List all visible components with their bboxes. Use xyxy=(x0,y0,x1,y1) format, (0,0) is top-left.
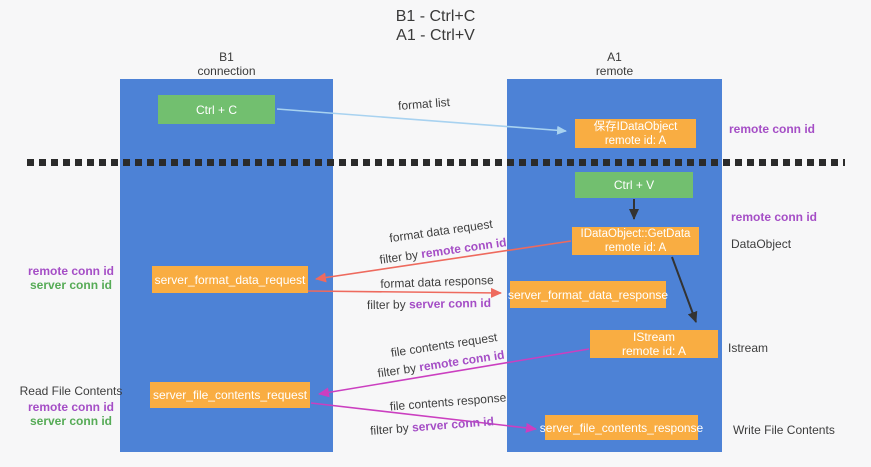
save-idataobject-node: 保存IDataObject remote id: A xyxy=(575,119,696,148)
ctrl-v-node: Ctrl + V xyxy=(575,172,693,198)
server-conn-id-left-2: server conn id xyxy=(29,414,113,428)
file-contents-response-filter-label: filter by server conn id xyxy=(370,414,495,438)
server-file-contents-request-label: server_file_contents_request xyxy=(152,388,308,402)
read-file-contents-label: Read File Contents xyxy=(19,384,123,398)
left-lifeline-header: B1 connection xyxy=(120,50,333,78)
server-file-contents-request-node: server_file_contents_request xyxy=(150,382,310,408)
server-conn-id-text: server conn id xyxy=(408,295,492,312)
server-conn-id-text: server conn id xyxy=(411,414,495,435)
filter-by-text: filter by xyxy=(369,420,413,438)
ctrl-c-node: Ctrl + C xyxy=(158,95,275,124)
idataobject-getdata-line1: IDataObject::GetData xyxy=(580,228,691,240)
diagram-title: B1 - Ctrl+C A1 - Ctrl+V xyxy=(0,7,871,45)
istream-side-label: Istream xyxy=(728,341,769,355)
server-format-data-request-node: server_format_data_request xyxy=(152,266,308,293)
istream-line2: remote id: A xyxy=(621,344,687,358)
server-format-data-response-label: server_format_data_response xyxy=(507,287,669,302)
server-format-data-response-node: server_format_data_response xyxy=(507,281,669,308)
idataobject-getdata-node: IDataObject::GetData remote id: A xyxy=(572,227,699,255)
format-data-response-arrow xyxy=(307,287,502,298)
save-idataobject-line1: 保存IDataObject xyxy=(593,120,678,133)
remote-conn-id-label-top: remote conn id xyxy=(729,122,816,136)
format-data-response-text: format data response xyxy=(380,273,494,291)
right-lifeline-header: A1 remote xyxy=(507,50,722,78)
format-list-text: format list xyxy=(397,94,451,114)
save-idataobject-line2: remote id: A xyxy=(604,134,667,147)
remote-conn-id-left-1: remote conn id xyxy=(27,264,114,278)
filter-by-text: filter by xyxy=(366,297,410,313)
left-conn-id-group-2: Read File Contents remote conn id server… xyxy=(10,384,132,428)
filter-by-text: filter by xyxy=(378,247,423,267)
istream-node: IStream remote id: A xyxy=(590,330,718,358)
dataobject-label: DataObject xyxy=(731,237,792,251)
format-list-label: format list xyxy=(398,95,451,113)
ctrl-c-label: Ctrl + C xyxy=(195,102,237,117)
remote-conn-id-left-2: remote conn id xyxy=(27,400,114,414)
ctrl-v-label: Ctrl + V xyxy=(613,178,655,192)
remote-conn-id-label-mid: remote conn id xyxy=(731,210,818,224)
server-format-data-request-label: server_format_data_request xyxy=(154,272,306,287)
server-file-contents-response-node: server_file_contents_response xyxy=(540,415,703,440)
right-lifeline-name: A1 xyxy=(607,50,622,64)
phase-separator-dashed-line xyxy=(27,159,845,166)
file-contents-response-text: file contents response xyxy=(389,390,507,414)
left-conn-id-group-1: remote conn id server conn id xyxy=(10,264,132,292)
title-line-2: A1 - Ctrl+V xyxy=(396,27,475,44)
idataobject-getdata-line2: remote id: A xyxy=(604,242,667,254)
filter-by-text: filter by xyxy=(376,360,421,381)
write-file-contents-label: Write File Contents xyxy=(733,423,835,437)
left-lifeline-name: B1 xyxy=(219,50,234,64)
server-file-contents-response-label: server_file_contents_response xyxy=(539,420,704,435)
right-lifeline-role: remote xyxy=(595,64,634,78)
title-line-1: B1 - Ctrl+C xyxy=(395,8,476,25)
file-contents-response-label: file contents response xyxy=(389,390,506,413)
format-data-response-filter-label: filter by server conn id xyxy=(367,296,491,312)
server-conn-id-left-1: server conn id xyxy=(29,278,113,292)
istream-line1: IStream xyxy=(632,330,675,344)
format-data-response-label: format data response xyxy=(380,273,494,291)
left-lifeline-role: connection xyxy=(197,64,256,78)
